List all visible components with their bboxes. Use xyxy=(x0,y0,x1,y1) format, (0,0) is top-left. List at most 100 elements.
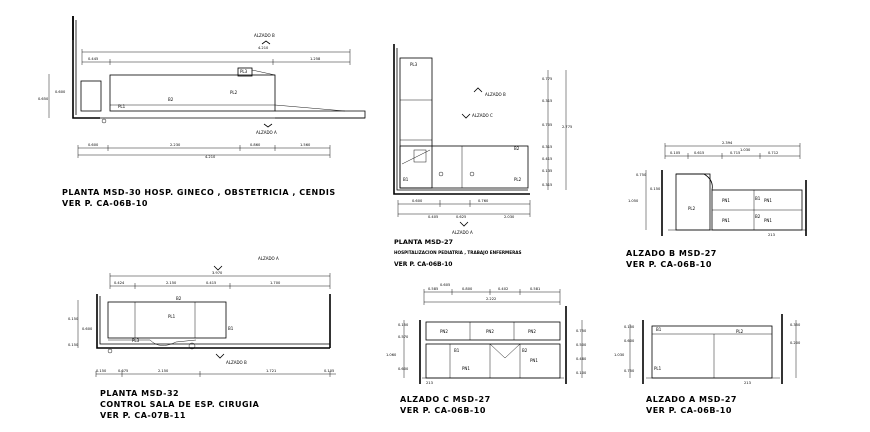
section-arrow-icon xyxy=(459,221,469,227)
pipe-icon xyxy=(469,171,475,177)
drawing-reference: VER P. CA-06B-10 xyxy=(646,406,732,415)
splash-line xyxy=(251,69,276,76)
drawing-title: ALZADO C MSD-27 xyxy=(400,395,491,404)
drawing-title: PLANTA MSD-27 xyxy=(394,238,453,246)
drawing-planta-msd-30: 4.210 0.445 1.258 ALZADO B PL3 PL2 PL1 B… xyxy=(38,16,366,208)
tag-b1: B1 xyxy=(755,196,761,201)
tag-b2: B2 xyxy=(168,97,174,102)
drawing-planta-msd-27: PL3 B2 B1 PL2 ALZADO B ALZADO C 0.775 0.… xyxy=(393,44,572,268)
wall-inner-line xyxy=(99,296,330,345)
dim-top: 1.700 xyxy=(270,281,281,285)
dim-top: 0.715 xyxy=(730,151,740,155)
tag-pn1: PN1 xyxy=(764,218,772,223)
tag-pl3: PL3 xyxy=(410,62,418,67)
tag-b1: B1 xyxy=(656,327,662,332)
view-marker-alzado-b: ALZADO B xyxy=(254,33,275,38)
dim-bottom: 213 xyxy=(768,233,775,237)
section-arrow-icon xyxy=(215,353,225,359)
dim-top: 0.712 xyxy=(768,151,778,155)
tag-b2: B2 xyxy=(755,214,761,219)
section-arrow-icon xyxy=(473,87,483,93)
view-marker-alzado-a: ALZADO A xyxy=(258,256,279,261)
pipe-icon xyxy=(101,118,107,124)
dim-bottom-2: 2.230 xyxy=(170,143,181,147)
dim-top: 1.030 xyxy=(740,148,751,152)
tall-cabinet xyxy=(399,57,433,189)
tag-pn1: PN1 xyxy=(722,198,730,203)
dim-side: 0.150 xyxy=(624,325,635,329)
dim-bottom-total: 4.210 xyxy=(205,155,216,159)
pipe-icon xyxy=(438,171,444,177)
tag-pl2: PL2 xyxy=(514,177,522,182)
dim-side: 0.315 xyxy=(542,99,552,103)
view-marker-alzado-a: ALZADO A xyxy=(256,130,277,135)
dim-side: 0.150 xyxy=(68,343,79,347)
tag-b2: B2 xyxy=(514,146,520,151)
dim-side-1: 0.650 xyxy=(38,97,49,101)
dim-side: 0.600 xyxy=(398,367,409,371)
dim-side-right: 0.480 xyxy=(576,357,587,361)
ramp-outline xyxy=(275,110,366,119)
view-marker-alzado-c: ALZADO C xyxy=(472,113,493,118)
dim-side: 1.060 xyxy=(386,353,397,357)
drawing-title: PLANTA MSD-32 xyxy=(100,389,179,398)
dim-side: 0.315 xyxy=(542,145,552,149)
dim-top-1: 0.445 xyxy=(88,57,98,61)
dim-top: 0.402 xyxy=(498,287,508,291)
tag-pn1: PN1 xyxy=(722,218,730,223)
dim-side-2: 0.600 xyxy=(55,90,66,94)
tag-pl3: PL3 xyxy=(132,338,140,343)
tag-pn2: PN2 xyxy=(528,329,536,334)
dim-side: 0.600 xyxy=(624,339,635,343)
view-marker-alzado-b: ALZADO B xyxy=(226,360,247,365)
dim-total: 3.970 xyxy=(212,271,223,275)
view-marker-alzado-a: ALZADO A xyxy=(452,230,473,235)
drawing-title: ALZADO B MSD-27 xyxy=(626,249,717,258)
tag-pn1: PN1 xyxy=(462,366,470,371)
dim-top: 0.605 xyxy=(440,283,450,287)
dim-top: 0.424 xyxy=(114,281,125,285)
dim-bottom: 213 xyxy=(426,381,433,385)
tag-b2: B2 xyxy=(176,296,182,301)
view-marker-alzado-b: ALZADO B xyxy=(485,92,506,97)
wall-inner-line xyxy=(396,48,528,191)
dim-side: 0.570 xyxy=(398,335,409,339)
dim-total: 2.222 xyxy=(486,297,496,301)
dim-side-right: 0.500 xyxy=(576,343,587,347)
tag-pl3: PL3 xyxy=(240,69,248,74)
dim-total-top: 4.210 xyxy=(258,46,269,50)
dim-side-right: 0.100 xyxy=(576,371,587,375)
tag-pl1: PL1 xyxy=(168,314,176,319)
dim-top: 0.105 xyxy=(670,151,680,155)
cable-path xyxy=(108,339,197,346)
section-arrow-icon xyxy=(213,265,223,271)
dim-bottom: 0.600 xyxy=(412,199,423,203)
counter-body xyxy=(107,301,227,339)
drawing-title: ALZADO A MSD-27 xyxy=(646,395,737,404)
tag-pn1: PN1 xyxy=(764,198,772,203)
base-cabinet xyxy=(425,343,561,379)
dim-bottom: 0.760 xyxy=(478,199,489,203)
drawing-title: PLANTA MSD-30 HOSP. GINECO , OBSTETRICIA… xyxy=(62,188,336,197)
counter-body xyxy=(109,74,276,112)
tall-unit-top xyxy=(676,173,713,191)
dim-bottom-3: 0.860 xyxy=(250,143,261,147)
cabinet-left xyxy=(80,80,102,112)
drawing-alzado-c-msd-27: 0.605 0.585 0.800 0.402 0.581 2.222 PN2 … xyxy=(386,283,587,415)
dim-top: 0.800 xyxy=(462,287,473,291)
drawing-reference: VER P. CA-06B-10 xyxy=(626,260,712,269)
dim-top: 0.415 xyxy=(206,281,216,285)
counter-body xyxy=(399,145,529,189)
door-swing-line xyxy=(401,149,431,165)
sink-block xyxy=(413,149,427,163)
tag-pn1: PN1 xyxy=(530,358,538,363)
dim-total: 2.394 xyxy=(722,141,733,145)
tag-pl2: PL2 xyxy=(736,329,744,334)
dim-top: 0.581 xyxy=(530,287,540,291)
dim-side: 0.150 xyxy=(68,317,79,321)
dim-side-total: 2.775 xyxy=(562,125,572,129)
dim-side-right: 0.200 xyxy=(790,341,801,345)
drawing-planta-msd-32: ALZADO A 3.970 0.424 2.150 0.415 1.700 P… xyxy=(68,256,336,420)
dim-side: 0.150 xyxy=(650,187,661,191)
